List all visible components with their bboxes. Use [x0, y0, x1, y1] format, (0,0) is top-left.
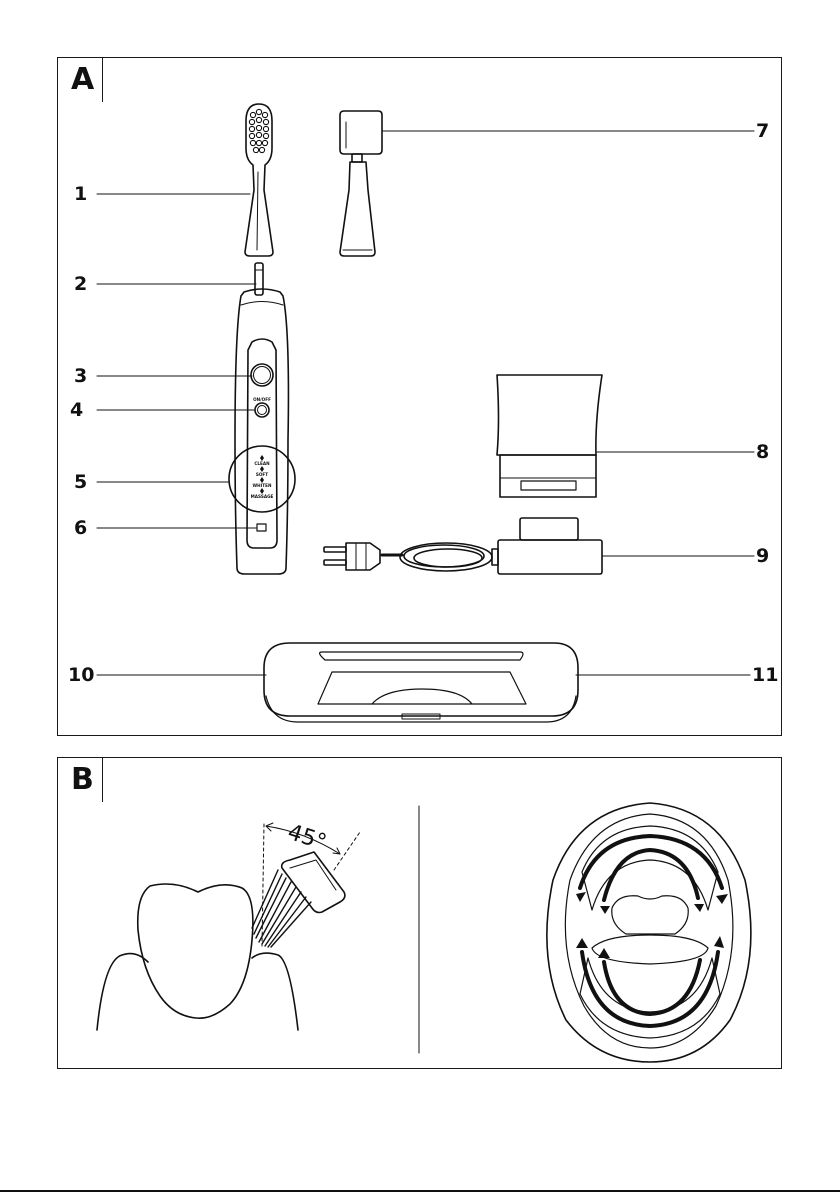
angle-label: 45° [285, 820, 330, 856]
mouth-brushing-direction-illustration [547, 803, 751, 1062]
